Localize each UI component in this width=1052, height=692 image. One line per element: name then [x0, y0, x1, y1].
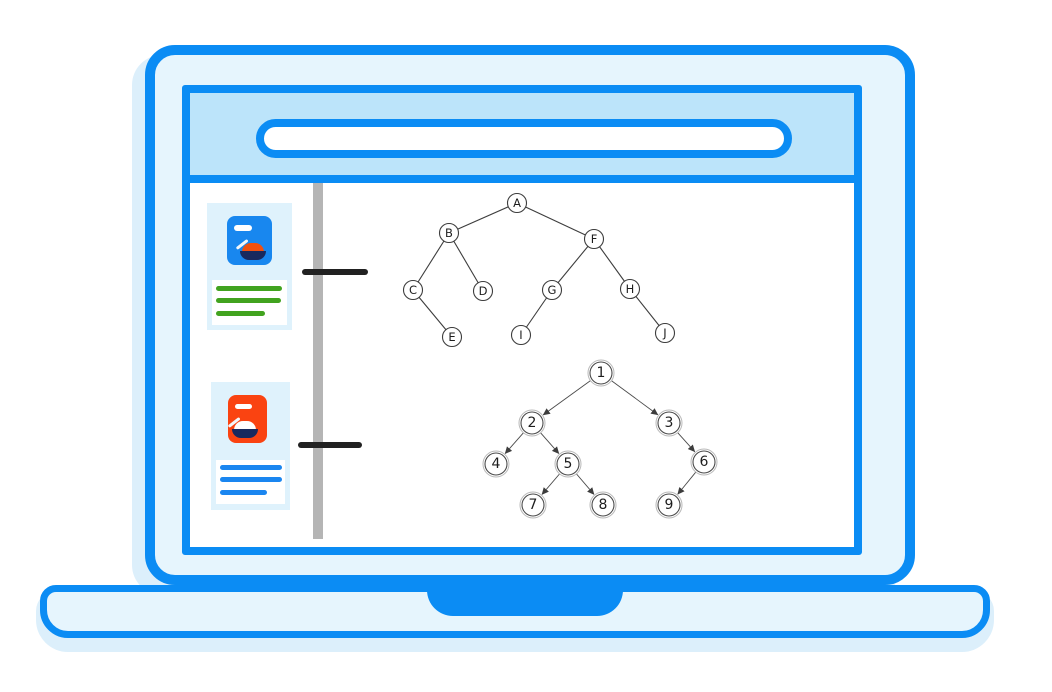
url-bar[interactable]: [256, 119, 792, 158]
number-tree: 1 2 3 4 5 6 7 8 9: [482, 359, 718, 519]
tree-node-label: F: [591, 232, 598, 246]
tree-node: [583, 228, 605, 250]
app-icon-orange: [227, 395, 267, 443]
tree-node: [654, 322, 676, 344]
tree-edge: [516, 202, 595, 240]
browser-content: A B F C D G H E I J 1 2 3 4 5 6 7 8 9: [190, 183, 854, 539]
tree-node: [510, 324, 532, 346]
tree-edge: [551, 238, 595, 291]
tree-node: [556, 452, 580, 476]
document-card-orange: [211, 382, 290, 510]
tree-node-label: I: [519, 328, 522, 342]
bowl-icon: [235, 238, 266, 260]
tree-node-label: 2: [528, 415, 537, 431]
divider-marker-2: [298, 442, 362, 448]
bowl-base: [232, 429, 258, 438]
tree-node: [657, 493, 681, 517]
tree-node-label: A: [513, 196, 521, 210]
tree-node: [541, 279, 563, 301]
laptop-base: [40, 585, 990, 638]
tree-node: [619, 278, 641, 300]
tree-node: [472, 280, 494, 302]
tree-node: [657, 411, 681, 435]
tree-node-label: G: [548, 283, 557, 297]
tree-node-label: H: [626, 282, 635, 296]
tree-node-label: 8: [599, 497, 608, 513]
tree-edge: [677, 470, 698, 495]
divider-marker-1: [302, 269, 368, 275]
tree-node-label: E: [448, 330, 455, 344]
tree-node-label: 5: [564, 456, 573, 472]
tree-node: [506, 192, 528, 214]
tree-node-label: 1: [597, 365, 606, 381]
tree-edge: [609, 379, 659, 416]
laptop-base-notch: [427, 585, 623, 616]
bowl-food: [242, 243, 264, 252]
tree-edge: [542, 379, 593, 416]
bowl-base: [240, 251, 266, 260]
browser-header: [190, 93, 854, 183]
text-placeholder-line: [220, 490, 267, 495]
letter-tree: A B F C D G H E I J: [402, 192, 676, 348]
tree-node: [438, 222, 460, 244]
browser-window: A B F C D G H E I J 1 2 3 4 5 6 7 8 9: [182, 85, 862, 555]
bowl-food: [234, 421, 256, 430]
tree-node: [441, 326, 463, 348]
document-card-blue: [207, 203, 292, 330]
tree-node-label: 7: [529, 497, 538, 513]
tree-edge: [538, 430, 560, 455]
tree-edge: [412, 289, 453, 338]
tree-node-label: J: [662, 326, 666, 340]
tree-edge: [448, 232, 484, 292]
app-icon-blue: [227, 216, 272, 265]
tree-edge: [541, 472, 562, 495]
tree-edge: [448, 202, 518, 234]
tree-node-label: 6: [700, 454, 709, 470]
text-placeholder-line: [216, 311, 265, 316]
tree-edge: [593, 238, 631, 290]
tree-node-label: C: [409, 283, 417, 297]
vertical-divider-bar: [313, 183, 323, 539]
text-placeholder-line: [220, 477, 282, 482]
tree-node: [591, 493, 615, 517]
text-placeholder-line: [216, 298, 281, 303]
tree-node: [589, 361, 613, 385]
icon-title-bar: [235, 404, 252, 409]
tree-node: [521, 493, 545, 517]
tree-node: [484, 452, 508, 476]
tree-node-label: D: [479, 284, 488, 298]
icon-title-bar: [234, 225, 252, 231]
tree-node-label: B: [445, 226, 453, 240]
tree-node: [692, 450, 716, 474]
tree-node-label: 9: [665, 497, 674, 513]
tree-node-label: 3: [665, 415, 674, 431]
text-placeholder-line: [216, 286, 282, 291]
tree-node: [402, 279, 424, 301]
tree-edge: [412, 232, 450, 291]
tree-node: [520, 411, 544, 435]
tree-node-label: 4: [492, 456, 501, 472]
text-placeholder-box: [212, 280, 287, 325]
bowl-icon: [227, 416, 258, 438]
text-placeholder-line: [220, 465, 282, 470]
tree-diagrams-canvas: A B F C D G H E I J 1 2 3 4 5 6 7 8 9: [402, 192, 718, 519]
tree-edge: [504, 430, 526, 455]
tree-edge: [574, 472, 595, 495]
tree-edge: [676, 430, 696, 453]
text-placeholder-box: [216, 460, 285, 504]
